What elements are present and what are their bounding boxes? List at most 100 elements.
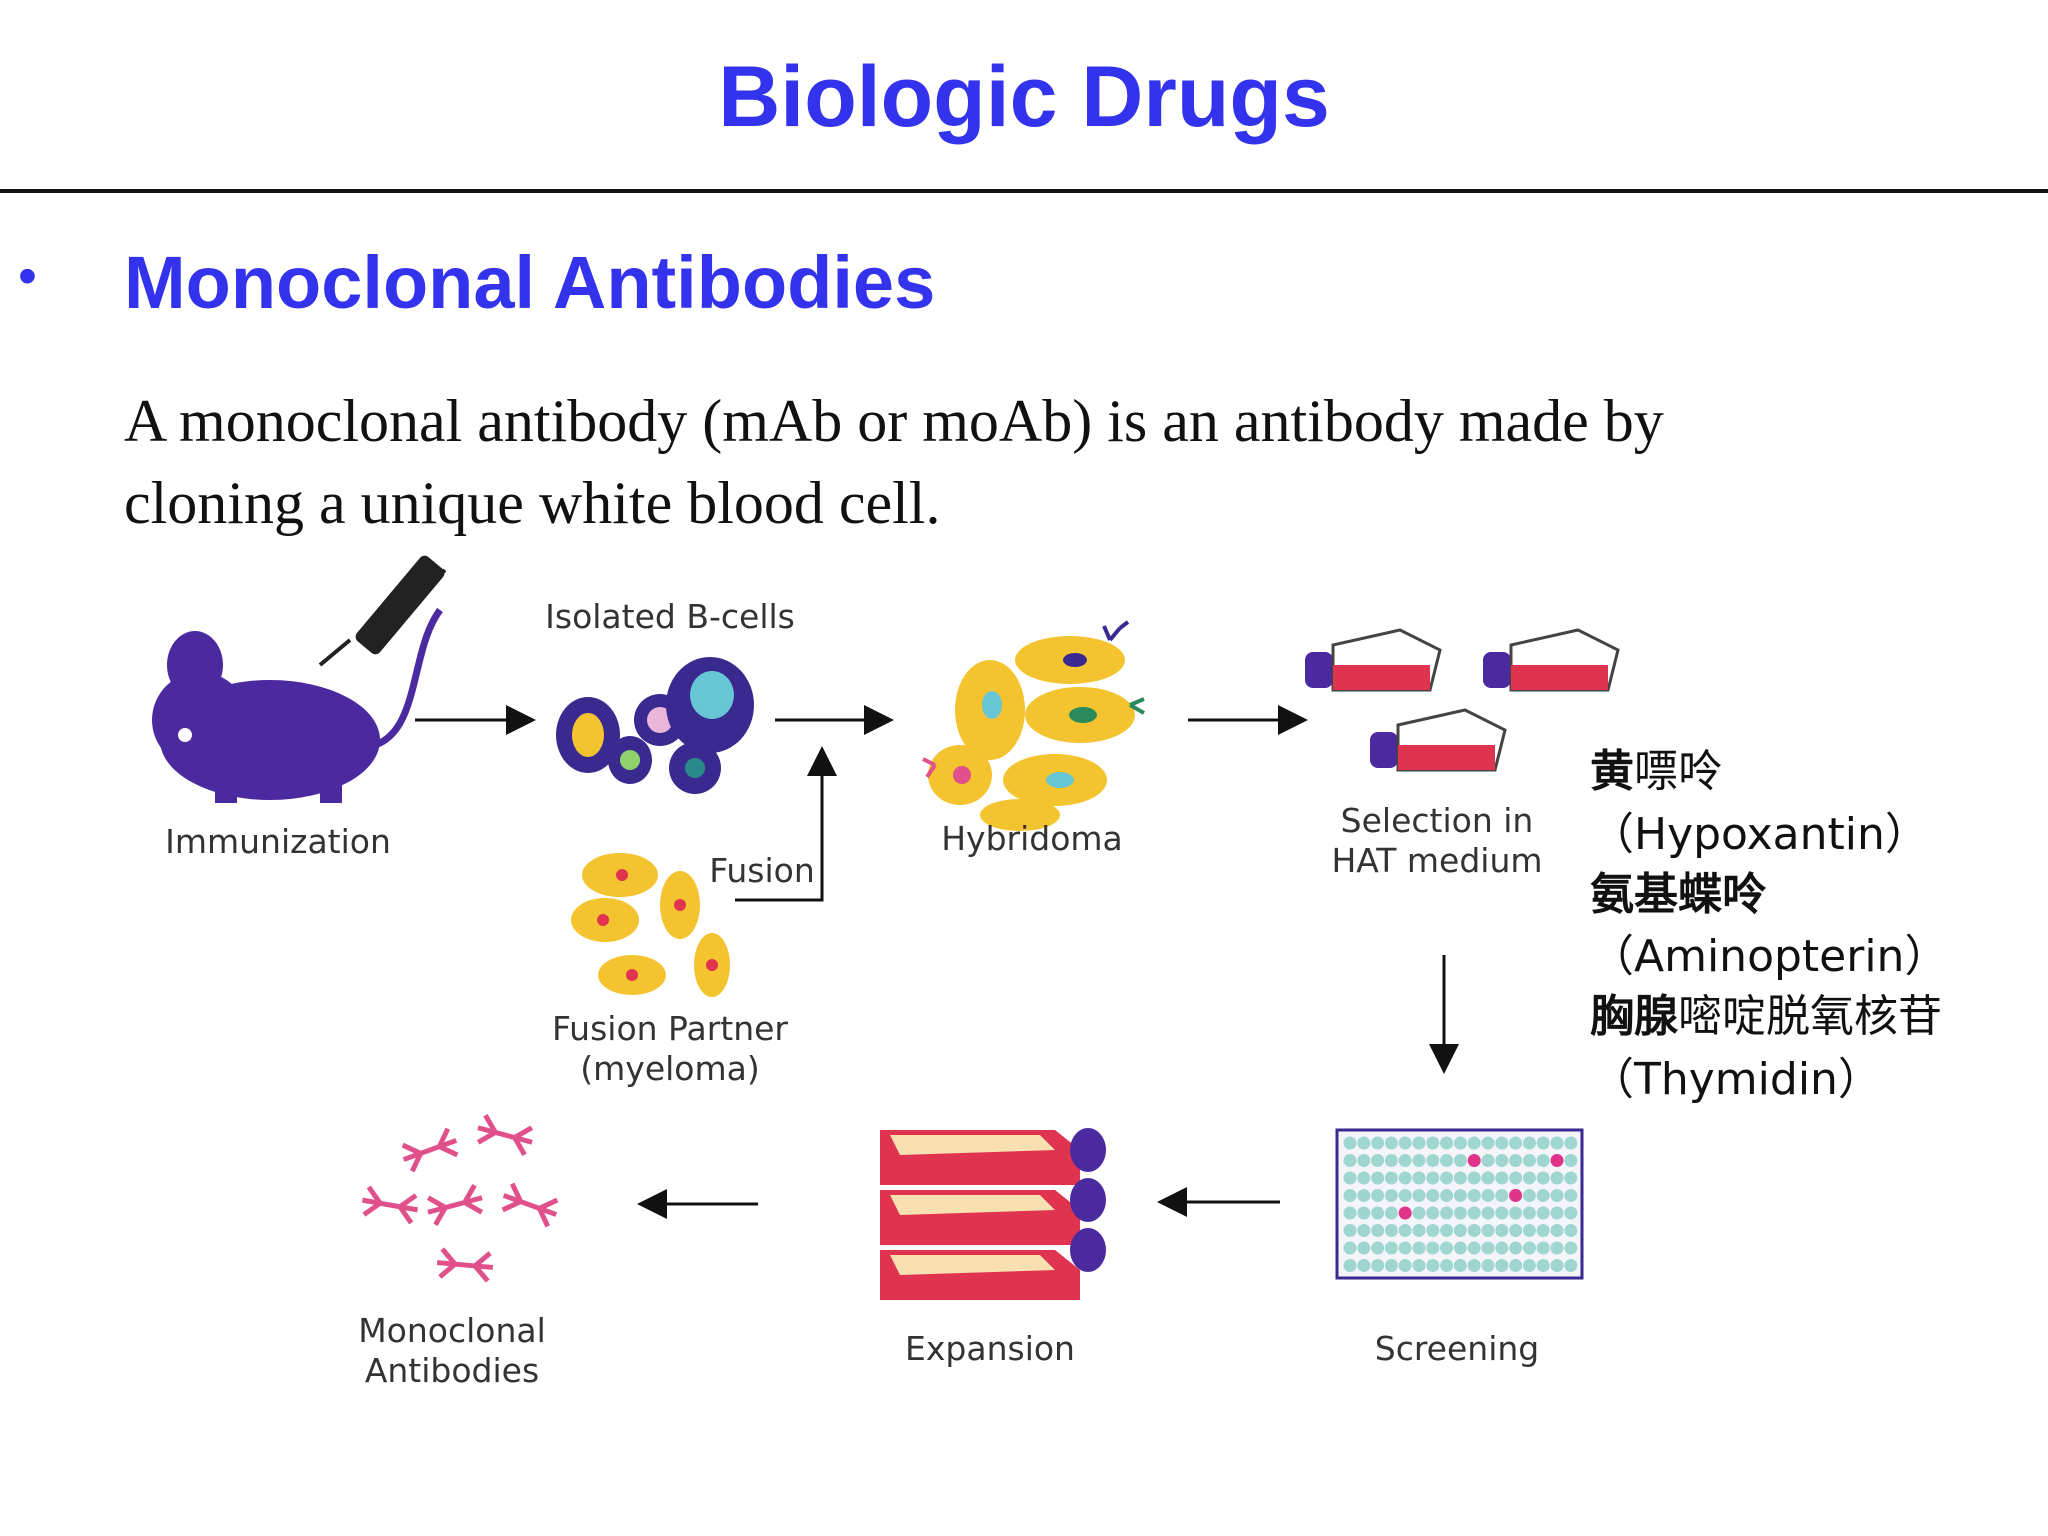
hat-component-aminopterin-cn: 氨基蝶呤	[1590, 869, 1766, 920]
antibody-icon	[476, 1114, 534, 1156]
well	[1495, 1154, 1509, 1167]
well	[1536, 1171, 1550, 1185]
bcells-icon	[556, 657, 754, 794]
well	[1426, 1206, 1440, 1220]
label-expansion: Expansion	[905, 1329, 1075, 1368]
well	[1398, 1241, 1412, 1255]
well	[1481, 1189, 1495, 1202]
well	[1550, 1224, 1564, 1237]
label-hybridoma: Hybridoma	[941, 819, 1123, 858]
body-line-2: cloning a unique white blood cell.	[124, 470, 941, 536]
well	[1481, 1154, 1495, 1167]
well	[1509, 1136, 1523, 1150]
well	[1357, 1136, 1371, 1150]
well	[1440, 1206, 1454, 1220]
label-screening: Screening	[1375, 1329, 1539, 1368]
well	[1509, 1259, 1523, 1272]
body-line-1: A monoclonal antibody (mAb or moAb) is a…	[124, 388, 1664, 454]
well	[1371, 1241, 1385, 1255]
well	[1398, 1224, 1412, 1237]
well	[1453, 1259, 1467, 1272]
hat-component-aminopterin-en: （Aminopterin）	[1590, 931, 1949, 982]
well	[1398, 1171, 1412, 1185]
well	[1481, 1136, 1495, 1150]
well	[1564, 1154, 1578, 1167]
well	[1536, 1154, 1550, 1167]
flasks-icon	[1305, 628, 1620, 772]
well	[1426, 1171, 1440, 1185]
well	[1536, 1189, 1550, 1202]
well	[1371, 1189, 1385, 1202]
well	[1412, 1136, 1426, 1150]
well	[1357, 1206, 1371, 1220]
myeloma-cells-icon	[571, 853, 730, 997]
well	[1536, 1241, 1550, 1255]
well	[1343, 1259, 1357, 1272]
well	[1495, 1206, 1509, 1220]
well	[1357, 1154, 1371, 1167]
screening-plate-icon	[1335, 1128, 1584, 1280]
well	[1357, 1241, 1371, 1255]
well	[1357, 1259, 1371, 1272]
well	[1453, 1206, 1467, 1220]
well	[1564, 1241, 1578, 1255]
well	[1343, 1154, 1357, 1167]
hat-component-thymidin-cn: 胸腺嘧啶脱氧核苷	[1590, 980, 1942, 1044]
well	[1550, 1241, 1564, 1255]
well	[1453, 1189, 1467, 1202]
well	[1357, 1224, 1371, 1237]
well	[1343, 1136, 1357, 1150]
well	[1495, 1171, 1509, 1185]
well	[1453, 1241, 1467, 1255]
well	[1343, 1206, 1357, 1220]
well	[1564, 1136, 1578, 1150]
well	[1481, 1171, 1495, 1185]
well	[1522, 1224, 1536, 1237]
antibody-icon	[361, 1185, 419, 1225]
well	[1481, 1241, 1495, 1255]
well	[1440, 1189, 1454, 1202]
well	[1384, 1189, 1398, 1202]
well	[1440, 1136, 1454, 1150]
well	[1440, 1241, 1454, 1255]
well	[1550, 1189, 1564, 1202]
label-hat-medium: HAT medium	[1331, 841, 1542, 880]
well	[1412, 1224, 1426, 1237]
well	[1440, 1259, 1454, 1272]
well	[1509, 1154, 1523, 1167]
well	[1371, 1224, 1385, 1237]
well	[1412, 1259, 1426, 1272]
body-paragraph: A monoclonal antibody (mAb or moAb) is a…	[124, 380, 2004, 544]
well	[1384, 1136, 1398, 1150]
well	[1495, 1259, 1509, 1272]
hybridoma-cells-icon	[922, 620, 1145, 831]
mouse-icon	[152, 607, 443, 803]
well	[1343, 1241, 1357, 1255]
antibody-icon	[426, 1184, 484, 1226]
expansion-flasks-icon	[880, 1128, 1106, 1300]
well	[1522, 1189, 1536, 1202]
hat-component-hypoxantin-cn-bold: 黄	[1590, 746, 1634, 797]
well	[1495, 1189, 1509, 1202]
well	[1453, 1154, 1467, 1167]
well	[1371, 1171, 1385, 1185]
label-isolated-bcells: Isolated B-cells	[545, 597, 795, 636]
well	[1536, 1224, 1550, 1237]
well	[1453, 1224, 1467, 1237]
well	[1536, 1136, 1550, 1150]
well	[1357, 1189, 1371, 1202]
well	[1481, 1206, 1495, 1220]
well	[1522, 1259, 1536, 1272]
positive-well	[1467, 1154, 1481, 1167]
well	[1453, 1136, 1467, 1150]
hat-component-hypoxantin-cn: 黄嘌呤	[1590, 735, 1722, 799]
section-heading: Monoclonal Antibodies	[124, 241, 936, 324]
well	[1440, 1154, 1454, 1167]
antibody-icon	[436, 1247, 494, 1283]
well	[1453, 1171, 1467, 1185]
well	[1522, 1136, 1536, 1150]
well	[1536, 1206, 1550, 1220]
label-fusion-partner: Fusion Partner	[552, 1009, 788, 1048]
well	[1384, 1224, 1398, 1237]
syringe-icon	[318, 555, 447, 667]
